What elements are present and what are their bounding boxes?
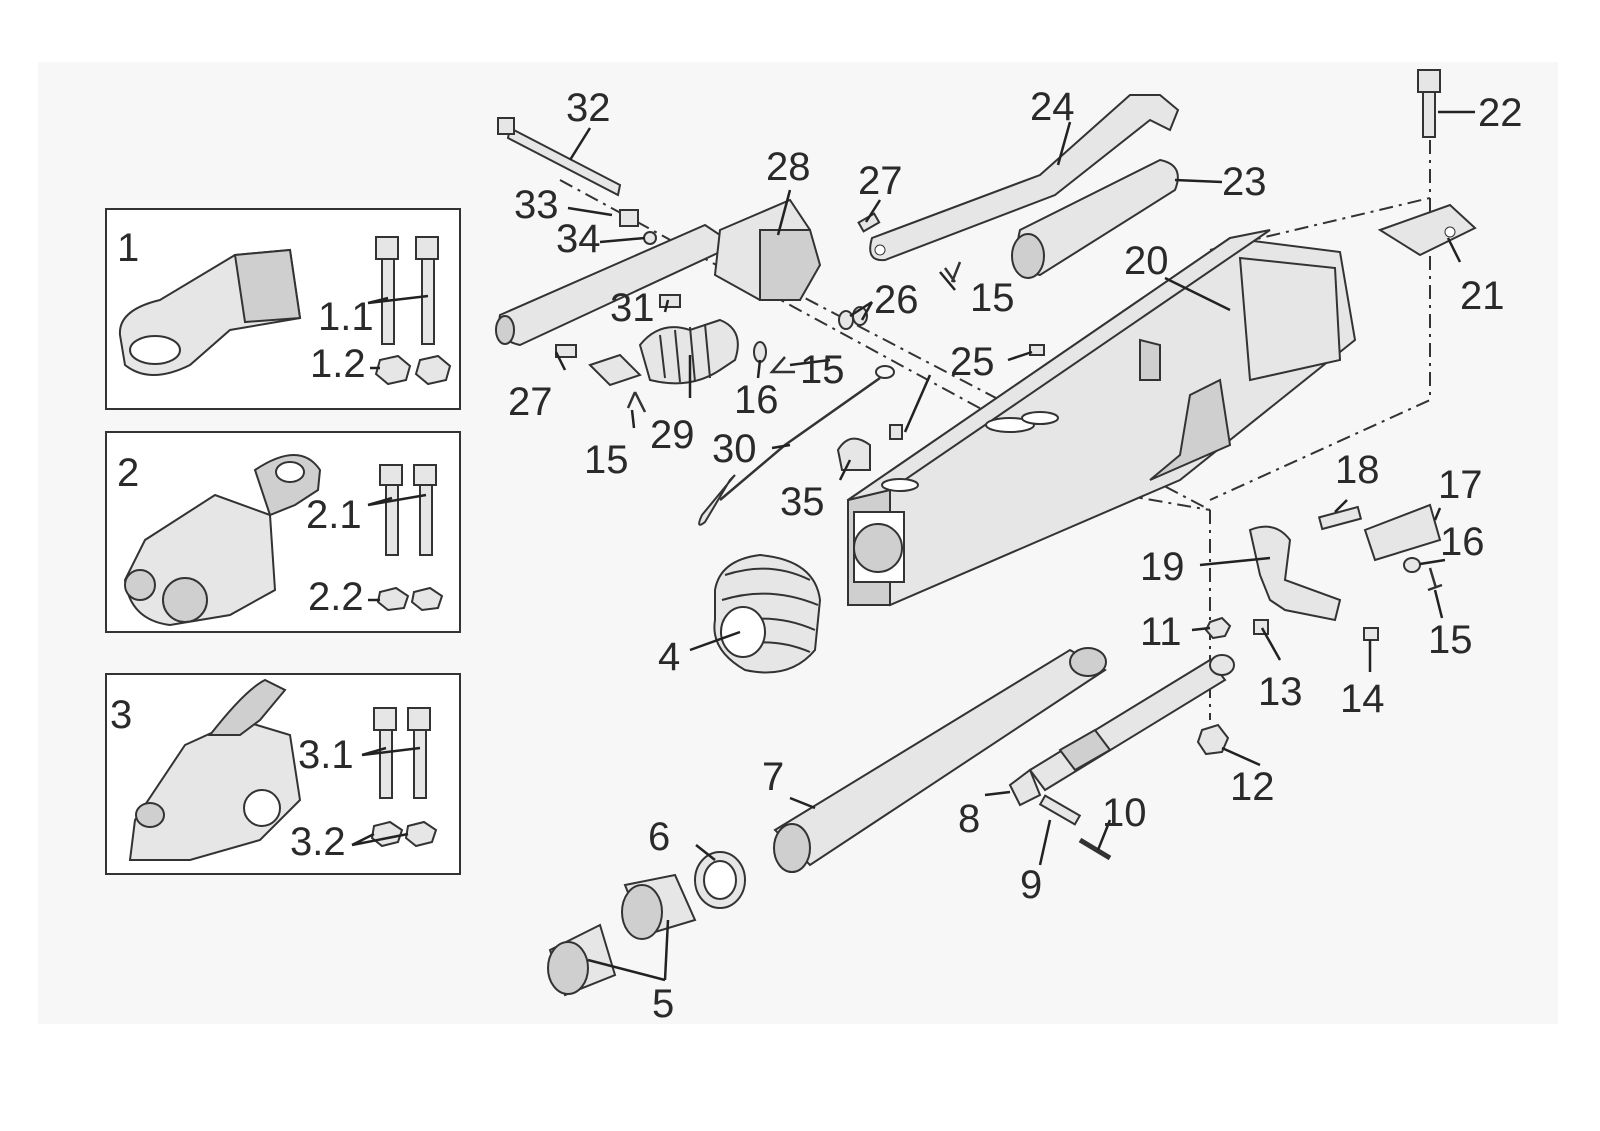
pin-31-icon (659, 294, 681, 308)
damper-rod-icon (1028, 654, 1235, 792)
bolt-32-icon (497, 117, 622, 197)
clevis-17-icon (1363, 503, 1442, 562)
label-9: 9 (1020, 863, 1042, 907)
tow-eye-icon (118, 248, 302, 376)
label-23: 23 (1222, 160, 1267, 204)
label-11: 11 (1140, 610, 1182, 654)
label-16-right: 16 (1440, 520, 1485, 564)
shock-absorber-29-icon (588, 318, 739, 387)
box-2-nut-label: 2.2 (308, 575, 364, 619)
label-27-left: 27 (508, 380, 553, 424)
washer-16-left-icon (753, 341, 767, 363)
box-2-bolt-label: 2.1 (306, 493, 362, 537)
sleeve-23-icon (1011, 158, 1179, 279)
label-12: 12 (1230, 765, 1275, 809)
nut-12-icon (1196, 723, 1230, 756)
label-33: 33 (514, 183, 559, 227)
nut-11-icon (1204, 616, 1232, 640)
label-6: 6 (648, 815, 670, 859)
box-1-tow-eye: 1 1.1 1.2 (105, 208, 461, 410)
bushing-33-icon (619, 209, 639, 227)
label-15-right: 15 (1428, 618, 1473, 662)
label-7: 7 (762, 755, 784, 799)
label-24: 24 (1030, 85, 1075, 129)
cap-14-icon (1363, 627, 1379, 641)
bolt-13-icon (1253, 619, 1269, 635)
label-21: 21 (1460, 274, 1505, 318)
box-3-hitch: 3 3.1 3.2 (105, 673, 461, 875)
ring-6-icon (694, 851, 746, 909)
box-3-bolts-icon (373, 707, 431, 799)
lever-bar-24-icon (869, 94, 1180, 262)
box-3-nut-label: 3.2 (290, 820, 346, 864)
pin-10-icon (1078, 837, 1112, 861)
label-18: 18 (1335, 448, 1380, 492)
label-29: 29 (650, 413, 695, 457)
label-30: 30 (712, 427, 757, 471)
label-10: 10 (1102, 791, 1147, 835)
label-19: 19 (1140, 545, 1185, 589)
ball-hitch-icon (128, 678, 302, 861)
label-8: 8 (958, 797, 980, 841)
clevis-8-icon (1008, 768, 1042, 807)
label-15-left: 15 (584, 438, 629, 482)
box-1-nuts-icon (374, 354, 452, 386)
bracket-21-icon (1377, 203, 1477, 257)
box-3-number: 3 (110, 693, 132, 737)
label-15-mid: 15 (800, 348, 845, 392)
label-25: 25 (950, 340, 995, 384)
label-15-top: 15 (970, 276, 1015, 320)
label-5: 5 (652, 982, 674, 1026)
label-16-left: 16 (734, 378, 779, 422)
box-3-bolt-label: 3.1 (298, 733, 354, 777)
bellows-4-icon (713, 553, 822, 674)
ball-coupling-icon (123, 454, 322, 627)
box-1-nut-label: 1.2 (310, 342, 366, 386)
label-35: 35 (780, 480, 825, 524)
pin-9-icon (1038, 794, 1082, 826)
pin-27-left-icon (555, 344, 577, 358)
box-2-number: 2 (117, 451, 139, 495)
washer-34-icon (643, 231, 657, 245)
label-14: 14 (1340, 677, 1385, 721)
washer-16-right-icon (1403, 557, 1421, 573)
pin-18-icon (1317, 505, 1363, 531)
bolt-22-icon (1417, 69, 1441, 138)
label-20: 20 (1124, 239, 1169, 283)
box-1-number: 1 (117, 226, 139, 270)
washers-26-icon (838, 306, 868, 330)
cap-35-icon (836, 437, 871, 471)
label-4: 4 (658, 635, 680, 679)
grease-nipple-lower-icon (889, 424, 903, 440)
label-27-top: 27 (858, 159, 903, 203)
box-2-nuts-icon (376, 586, 444, 612)
label-34: 34 (556, 217, 601, 261)
label-13: 13 (1258, 670, 1303, 714)
drawbar-housing (846, 229, 1357, 607)
label-22: 22 (1478, 91, 1523, 135)
part-labels: 32 33 34 28 27 24 23 22 21 20 15 26 25 3… (508, 85, 1523, 1026)
push-rod-7-icon (773, 647, 1107, 873)
pin-27-top-icon (857, 212, 881, 233)
label-17: 17 (1438, 463, 1483, 507)
box-1-bolt-label: 1.1 (318, 295, 374, 339)
leader-lines (554, 110, 1475, 982)
label-31: 31 (610, 286, 655, 330)
brake-lever-28-icon (495, 198, 822, 347)
grease-nipple-25-icon (1029, 344, 1045, 356)
box-2-coupling: 2 2.1 2.2 (105, 431, 461, 633)
bushing-5-icons (547, 873, 697, 997)
label-32: 32 (566, 86, 611, 130)
label-28: 28 (766, 145, 811, 189)
bracket-19-icon (1248, 525, 1342, 622)
label-26: 26 (874, 278, 919, 322)
clip-15-icons (626, 261, 1443, 592)
